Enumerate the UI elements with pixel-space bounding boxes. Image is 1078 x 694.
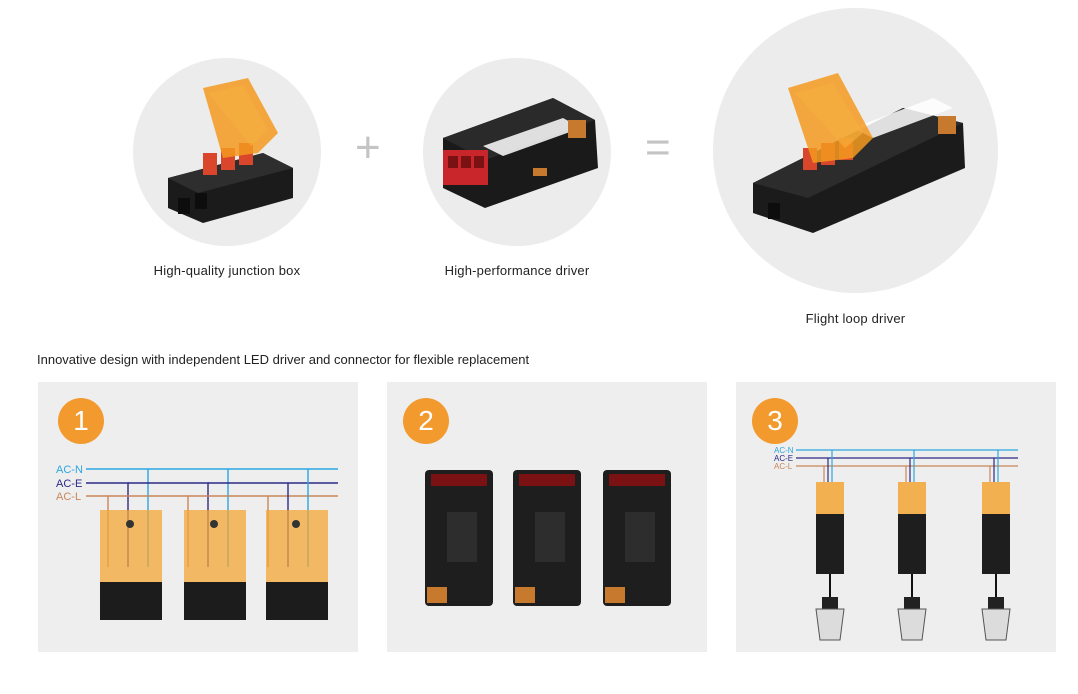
- wire-label-ac-e: AC-E: [56, 478, 82, 490]
- driver-3: [603, 470, 671, 606]
- unit-2: [897, 482, 927, 641]
- wire-label-ac-l: AC-L: [56, 491, 81, 503]
- junction-box-1: [100, 510, 162, 620]
- plus-icon: +: [355, 123, 381, 172]
- unit-3: [981, 482, 1011, 641]
- unit-1: [815, 482, 845, 641]
- assembly-image: [753, 73, 965, 233]
- junction-box-circle: [133, 58, 321, 246]
- drivers-diagram: [425, 470, 671, 606]
- junction-box-3: [266, 510, 328, 620]
- wire-label-ac-n: AC-N: [56, 464, 83, 476]
- assembly-circle: [713, 8, 998, 293]
- step-panel-1: 1 AC-N AC-E AC-L: [38, 382, 358, 652]
- assembly-caption: Flight loop driver: [805, 311, 906, 326]
- step-badge-1: 1: [58, 398, 104, 444]
- assembly-wiring-diagram: AC-N AC-E AC-L: [774, 446, 1018, 641]
- equals-icon: =: [645, 123, 671, 172]
- intro-text: Innovative design with independent LED d…: [37, 352, 530, 367]
- step-badge-3: 3: [752, 398, 798, 444]
- driver-2: [513, 470, 581, 606]
- junction-box-image: [168, 78, 293, 223]
- step-panel-3: 3 AC-N AC-E AC-L: [736, 382, 1056, 652]
- step-badge-2: 2: [403, 398, 449, 444]
- step-panel-2: 2: [387, 382, 707, 652]
- wire-label-ac-n-3: AC-N: [774, 446, 794, 455]
- driver-image: [443, 98, 598, 208]
- junction-box-2: [184, 510, 246, 620]
- driver-1: [425, 470, 493, 606]
- junction-wiring-diagram: AC-N AC-E AC-L: [56, 464, 338, 620]
- wire-label-ac-e-3: AC-E: [774, 454, 793, 463]
- driver-caption: High-performance driver: [444, 263, 590, 278]
- junction-box-caption: High-quality junction box: [153, 263, 301, 278]
- driver-circle: [423, 58, 611, 246]
- wire-label-ac-l-3: AC-L: [774, 462, 793, 471]
